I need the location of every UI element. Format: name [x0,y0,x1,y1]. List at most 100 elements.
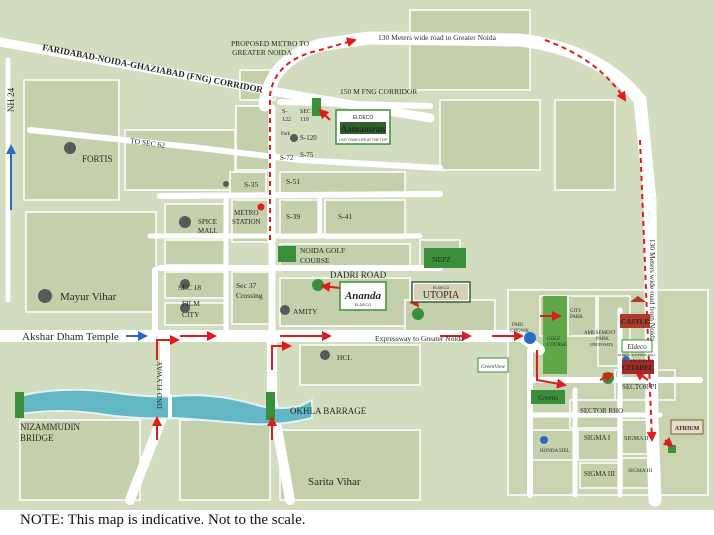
pari-chowk-marker [524,332,536,344]
ananda-label: Ananda [344,290,382,302]
small-logo-caption: ELDECO SHOPPING MALL [618,353,656,357]
sec119-label-2: 119 [300,117,309,123]
green-blocks [278,98,466,268]
sec18-marker [180,279,190,289]
proposed-metro-label-2: GREATER NOIDA [232,48,292,57]
fortis-label: FORTIS [82,154,112,164]
sec37-label: Sec 37 [236,281,256,290]
sector-labels: S- 122 SEC 119 S-120 S-75 S-72 Park S-35… [178,109,451,362]
metro-station-label: METRO [234,209,259,217]
sigma3-label-b: SIGMA III [628,468,652,474]
nizamuddin-bridge-marker [15,392,24,418]
utopia-top-label: ELDECO [433,285,449,290]
sigma3-label: SIGMA III [584,470,616,478]
sec119-label: SEC [300,109,311,115]
castle-label: CASTLE [621,318,649,326]
utopia-marker [412,308,424,320]
amusement-label: AMUSEMENT [584,331,616,336]
sigma1-label: SIGMA I [584,434,611,442]
atrium-marker [668,445,676,453]
honda-label: HONDA SIEL [540,449,570,454]
dnd-marker [168,394,172,418]
sector-p3-label: SECTOR P3 [630,358,654,363]
sarita-vihar-label: Sarita Vihar [308,476,361,488]
small-logo-label: Eldeco [626,343,647,351]
dadri-road-label: DADRI ROAD [330,270,387,280]
s39-label: S-39 [286,212,300,221]
ananda-marker [312,279,324,291]
film-city-marker [180,303,190,313]
disclaimer-note: NOTE: This map is indicative. Not to the… [20,512,306,528]
s35-label: S-35 [244,180,258,189]
golf-course-label: GOLF [547,337,560,342]
citadel-logo: CITADEL [622,360,654,374]
map-canvas: ELDECO Aamantran LIVE YOUR LIFE AT THE T… [0,0,714,510]
s51-label: S-51 [286,177,300,186]
noida-golf-label-2: COURSE [300,256,330,265]
noida-golf-label: NOIDA GOLF [300,246,345,255]
sigma2-label: SIGMA II [624,436,649,442]
greenview-label: GreenView [481,364,505,370]
expressway-label: Expressway to Greater Noida [375,334,464,343]
film-city-label: FILM [182,299,200,308]
nizamuddin-label-2: BRIDGE [20,433,54,443]
golf-course-label-2: COURSE [547,343,567,348]
s120-label: S-120 [300,134,317,142]
atrium-logo: ATRIUM [670,419,704,435]
sector-rho-label: SECTOR RHO [580,407,623,415]
fng-150-label: 150 M FNG CORRIDOR [340,87,417,96]
s122-label-2: 122 [282,117,291,123]
citadel-label: CITADEL [622,364,654,372]
city-park-label-2: PARK [570,315,583,320]
akshar-dham-label: Akshar Dham Temple [22,331,119,343]
amity-marker [280,305,290,315]
greens-logo: Greens [531,390,565,404]
dnd-flyway-label: DND FLYWAY [155,360,164,409]
s35-marker [223,181,229,187]
hcl-label: HCL [337,353,352,362]
pari-chowk-label-2: CHOWK [510,329,529,334]
amusement-label-3: (PROPOSED) [590,342,614,347]
small-project-logo: Eldeco ELDECO SHOPPING MALL [618,339,656,357]
place-labels: FORTIS Mayur Vihar NIZAMMUDIN BRIDGE Sar… [20,154,361,488]
golf-course-block [543,296,567,374]
castle-logo: CASTLE [620,296,650,328]
greens-label: Greens [538,394,558,402]
utopia-logo: ELDECO UTOPIA [411,281,471,303]
road-130-top-label: 130 Meters wide road to Greater Noida [378,33,497,42]
yamuna-river [19,388,313,426]
nepz-label: NEPZ [432,255,451,264]
sector-pi-label: SECTOR PI [622,383,657,391]
pari-chowk-label: PARI [512,323,523,328]
aamantran-top-label: ELDECO [353,115,374,121]
nh24-label: NH 24 [6,87,16,112]
amity-label: AMITY [293,307,318,316]
greenview-logo: GreenView [477,357,509,373]
hcl-marker [320,350,330,360]
mayur-vihar-marker [38,289,52,303]
ananda-logo: Ananda ELDECO [339,281,387,311]
aamantran-logo: ELDECO Aamantran LIVE YOUR LIFE AT THE T… [335,109,391,145]
fortis-marker [64,142,76,154]
metro-station-marker [257,203,265,211]
greater-noida-labels: CITY PARK GOLF COURSE AMUSEMENT PARK (PR… [510,309,657,478]
mayur-vihar-label: Mayur Vihar [60,291,117,303]
proposed-metro-label: PROPOSED METRO TO [231,39,310,48]
s41-label: S-41 [338,212,352,221]
s120-marker [290,134,298,142]
metro-station-label-2: STATION [232,218,261,226]
landmark-circles [38,134,330,360]
okhla-barrage-marker [266,392,275,420]
sec18-label: SEC 18 [178,283,201,292]
okhla-barrage-label: OKHLA BARRAGE [290,406,367,416]
s75-label: S-75 [300,151,314,159]
sec37-label-2: Crossing [236,291,263,300]
spice-mall-marker [179,216,191,228]
park-label: Park [281,132,291,137]
route-arrows [152,37,674,448]
roads [0,31,703,507]
spice-mall-label-2: MALL [198,227,218,235]
road-130-right-label: 130 Meters wide road from Noida [648,239,657,342]
aamantran-label: Aamantran [341,124,386,134]
